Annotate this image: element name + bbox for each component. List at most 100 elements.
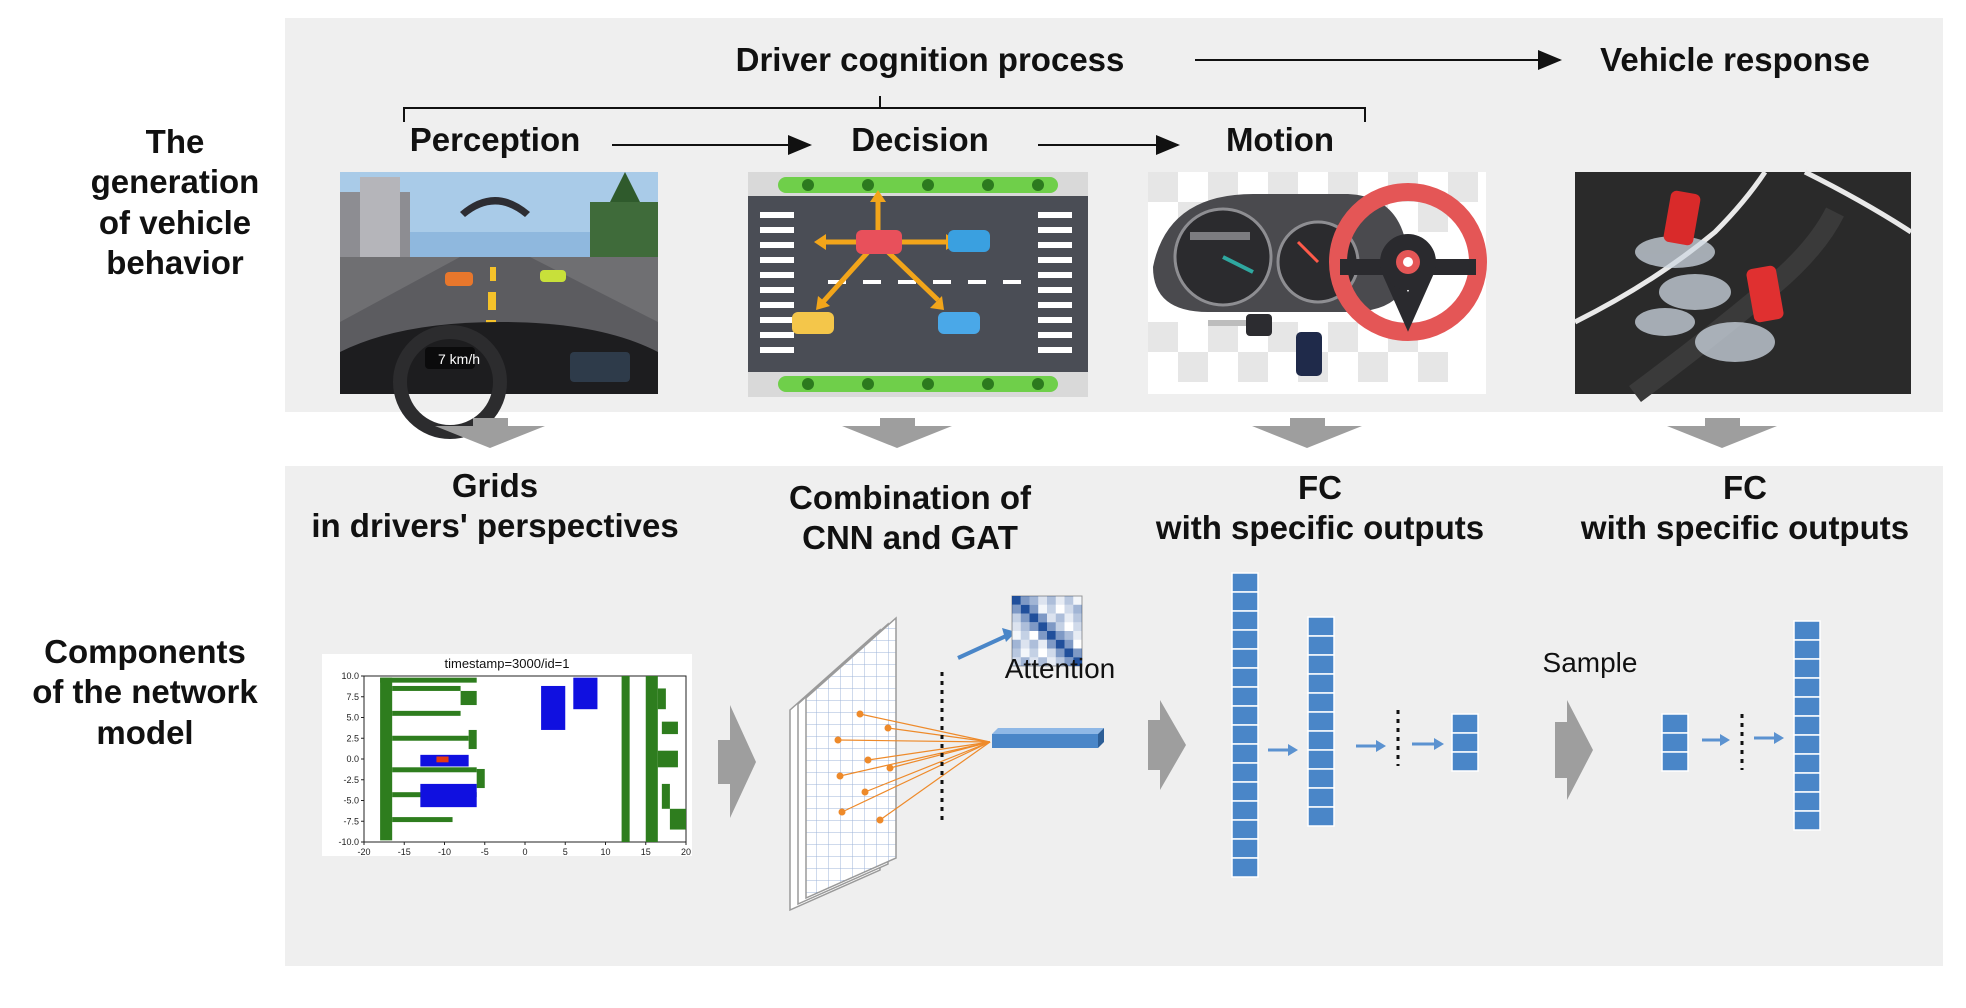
cognition-process-title: Driver cognition process: [735, 41, 1125, 78]
fc1-arrow-3-head: [1434, 738, 1444, 750]
attention-cell: [1055, 648, 1065, 658]
neighbor-vehicle-4: [573, 677, 598, 710]
attention-cell: [1029, 657, 1039, 666]
fc1-layer1-neuron: [1231, 705, 1259, 726]
fc2-output-neuron: [1793, 620, 1821, 641]
fc1-output-neuron: [1451, 713, 1479, 734]
attention-cell: [1055, 657, 1065, 666]
neighbor-vehicle-2: [420, 783, 477, 808]
y-tick-label: 2.5: [346, 733, 359, 743]
lane-cell-9: [468, 729, 477, 750]
attention-cell: [1064, 639, 1074, 649]
fc1-output-neuron: [1451, 751, 1479, 772]
attention-cell: [1029, 613, 1039, 623]
attention-cell: [1020, 596, 1030, 605]
fc2-output-neuron: [1793, 734, 1821, 755]
x-tick-label: 15: [641, 847, 651, 857]
fc2-output-neuron: [1793, 658, 1821, 679]
attention-matrix: [1012, 596, 1082, 666]
attention-cell: [1064, 657, 1074, 666]
right-arrow-3: [1555, 700, 1593, 800]
lane-cell-0: [380, 677, 477, 683]
attention-cell: [1029, 596, 1039, 605]
attention-cell: [1047, 648, 1056, 658]
y-tick-label: -2.5: [343, 775, 359, 785]
lane-cell-12: [645, 676, 658, 842]
lane-cell-3: [392, 710, 461, 716]
neighbor-vehicle-3: [541, 685, 566, 730]
down-arrow-1: [435, 418, 545, 448]
fc1-layer1-neuron: [1231, 838, 1259, 859]
vehicle-response-image: [1573, 169, 1913, 403]
stage-decision: Decision: [851, 121, 989, 158]
y-tick-label: 10.0: [341, 671, 359, 681]
lane-cell-13: [657, 688, 666, 710]
lane-cell-4: [392, 735, 469, 741]
attention-cell: [1055, 622, 1065, 631]
attention-cell: [1038, 613, 1047, 623]
fc1-layer2-neuron: [1307, 806, 1335, 827]
attention-cell: [1020, 613, 1030, 623]
fc2-output-neuron: [1793, 677, 1821, 698]
attention-cell: [1020, 604, 1030, 614]
fc1-layer2-neuron: [1307, 654, 1335, 675]
fc1-arrow-1-head: [1288, 744, 1298, 756]
attention-cell: [1012, 613, 1021, 623]
attention-cell: [1047, 639, 1056, 649]
attention-cell: [1047, 613, 1056, 623]
fc1-layer2-neuron: [1307, 768, 1335, 789]
y-tick-label: -5.0: [343, 796, 359, 806]
cognition-bracket: [403, 96, 1366, 122]
fc1-layer1-neuron: [1231, 686, 1259, 707]
fc1-layer2-neuron: [1307, 673, 1335, 694]
down-arrow-3: [1252, 418, 1362, 448]
x-tick-label: -15: [398, 847, 411, 857]
fc1-layer1-neuron: [1231, 762, 1259, 783]
lane-cell-10: [476, 768, 485, 789]
fc1-layer1-neuron: [1231, 857, 1259, 878]
x-tick-label: -20: [357, 847, 370, 857]
lane-cell-17: [669, 808, 686, 830]
column-title-grids: Grids in drivers' perspectives: [311, 467, 679, 545]
lane-cell-5: [392, 767, 477, 773]
attention-cell: [1073, 648, 1082, 658]
x-tick-label: 20: [681, 847, 691, 857]
attention-cell: [1020, 631, 1030, 640]
attention-cell: [1012, 657, 1021, 666]
attention-cell: [1073, 622, 1082, 631]
y-tick-label: 7.5: [346, 692, 359, 702]
perception-image: 7 km/h: [340, 172, 658, 439]
attention-cell: [1064, 604, 1074, 614]
fc1-layer1-neuron: [1231, 667, 1259, 688]
row-label-generation: The generation of vehicle behavior: [90, 123, 260, 281]
fc1-layer1-neuron: [1231, 781, 1259, 802]
fc1-layer1-neuron: [1231, 743, 1259, 764]
column-title-cnn-gat: Combination of CNN and GAT: [789, 479, 1031, 557]
x-tick-label: 5: [563, 847, 568, 857]
fc1-layer1-neuron: [1231, 648, 1259, 669]
vehicle-response-title: Vehicle response: [1600, 41, 1870, 78]
fc1-layer2-neuron: [1307, 635, 1335, 656]
fc1-arrow-2-head: [1376, 740, 1386, 752]
lane-cell-15: [661, 721, 678, 735]
fc2-output-neuron: [1793, 772, 1821, 793]
attention-cell: [1038, 622, 1047, 631]
cockpit-speed: 7 km/h: [438, 351, 480, 367]
lane-cell-2: [392, 685, 461, 691]
lane-cell-16: [661, 783, 670, 809]
fc1-layer1-neuron: [1231, 800, 1259, 821]
fc1-layer1-neuron: [1231, 591, 1259, 612]
lane-cell-7: [392, 817, 453, 823]
right-arrow-2: [1148, 700, 1186, 790]
fc2-output-neuron: [1793, 696, 1821, 717]
attention-cell: [1073, 604, 1082, 614]
fc2-output-neuron: [1793, 715, 1821, 736]
fc2-input-neuron: [1661, 751, 1689, 772]
attention-cell: [1055, 613, 1065, 623]
attention-cell: [1020, 657, 1030, 666]
attention-cell: [1038, 639, 1047, 649]
